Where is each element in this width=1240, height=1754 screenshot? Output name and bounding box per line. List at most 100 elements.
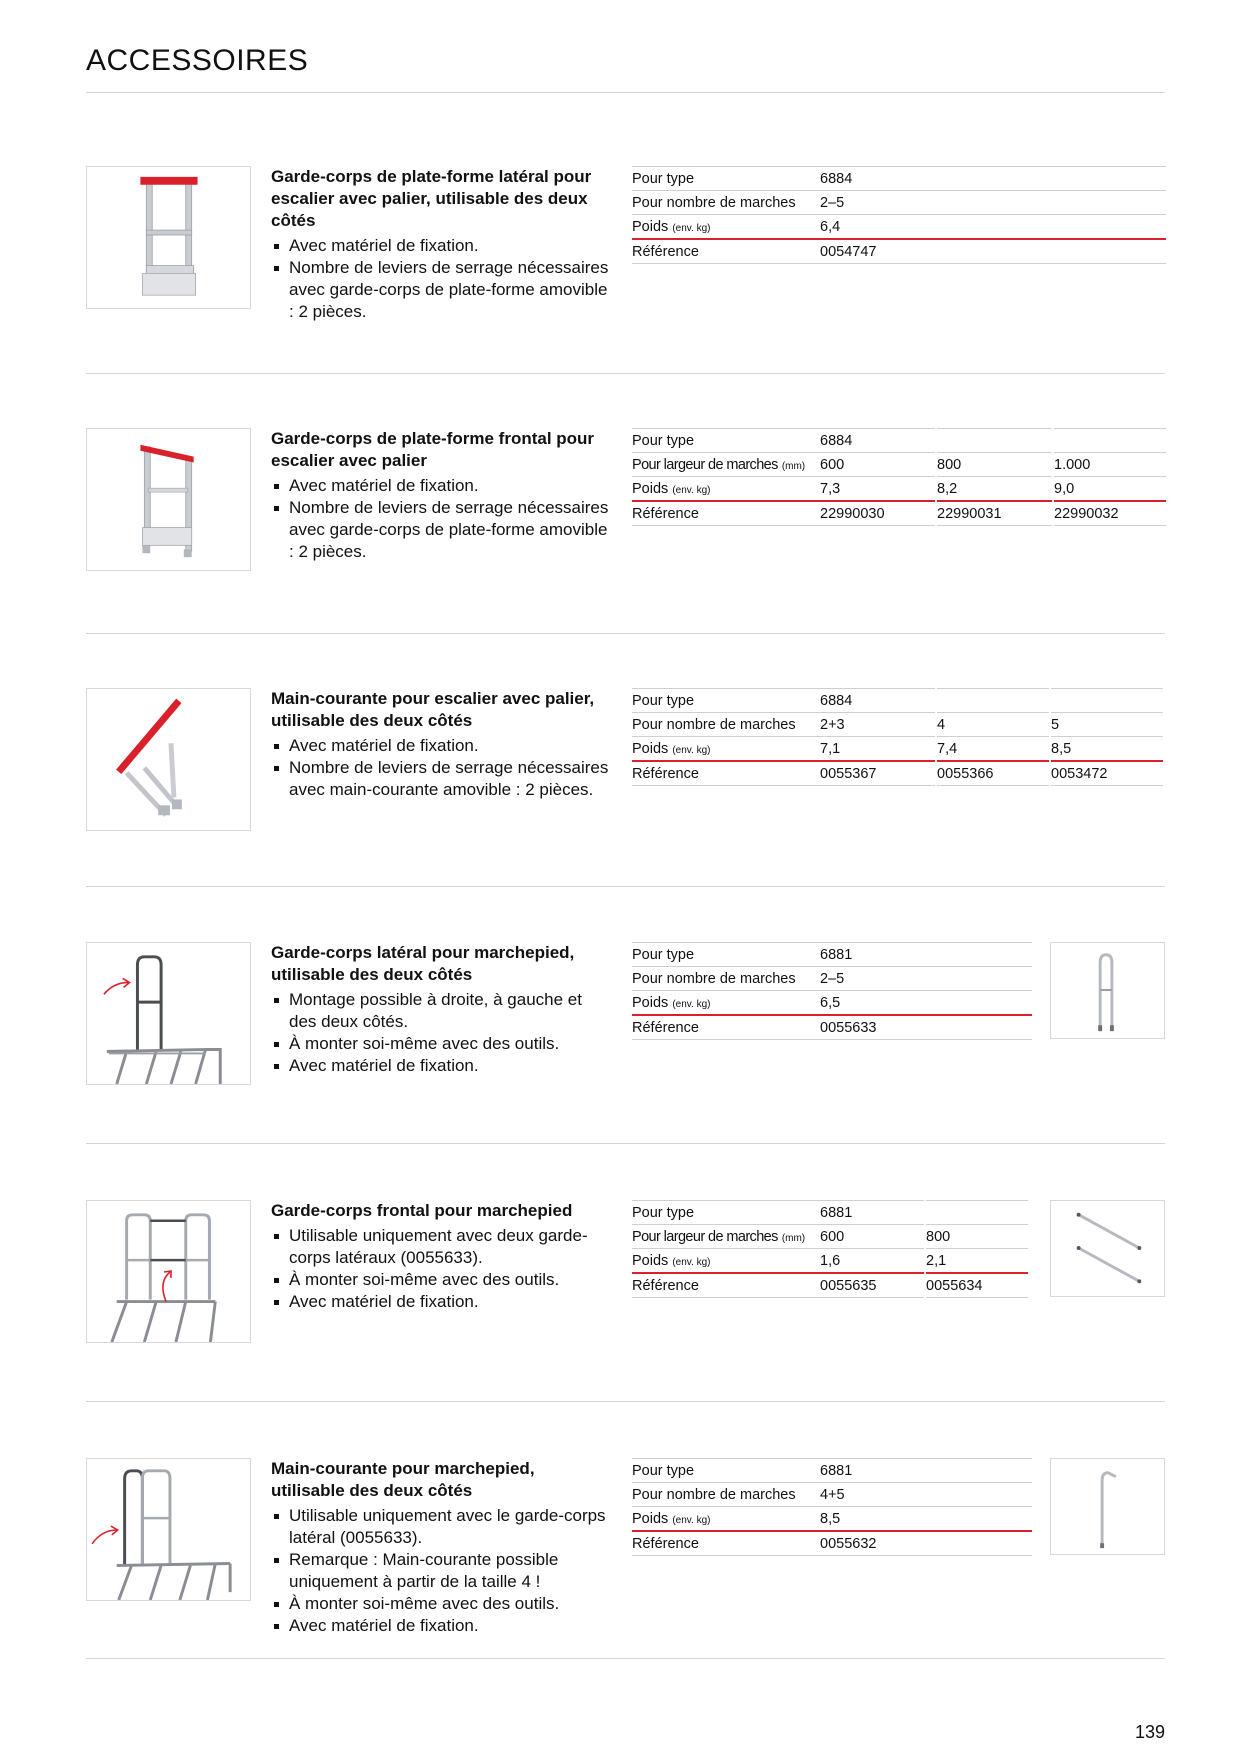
spec-value: 7,3	[820, 477, 935, 502]
section-divider	[86, 373, 1165, 374]
product-title: Garde-corps de plate-forme frontal pour …	[271, 429, 595, 470]
feature-item: Avec matériel de fixation.	[271, 235, 611, 257]
spec-label: Pour nombre de marches	[632, 967, 820, 991]
feature-item: Remarque : Main-courante possible unique…	[271, 1549, 611, 1593]
spec-label: Pour type	[632, 428, 820, 453]
reference-value: 0053472	[1051, 762, 1163, 786]
section-divider	[86, 1401, 1165, 1402]
feature-item: Avec matériel de fixation.	[271, 1615, 611, 1637]
spec-value: 1,6	[820, 1249, 924, 1274]
spec-label: Poids	[632, 480, 669, 497]
product-title: Main-courante pour escalier avec palier,…	[271, 689, 595, 730]
spec-value: 9,0	[1054, 477, 1166, 502]
section-divider	[86, 633, 1165, 634]
spec-value: 7,4	[937, 737, 1049, 762]
spec-value: 600	[820, 453, 935, 477]
spec-label: Pour nombre de marches	[632, 191, 820, 215]
reference-value: 0055633	[820, 1016, 1032, 1040]
spec-label: Poids	[632, 740, 669, 757]
reference-value: 0055634	[926, 1274, 1028, 1298]
section-divider	[86, 886, 1165, 887]
reference-value: 0054747	[820, 240, 1166, 264]
spec-label: Poids	[632, 218, 669, 235]
reference-value: 22990032	[1054, 502, 1166, 526]
spec-value: 800	[937, 453, 1052, 477]
step-handrail-image	[86, 1458, 251, 1601]
spec-value: 7,1	[820, 737, 935, 762]
unit-label: (env. kg)	[672, 1514, 711, 1526]
spec-label: Référence	[632, 762, 820, 786]
feature-item: À monter soi-même avec des outils.	[271, 1269, 611, 1291]
feature-item: À monter soi-même avec des outils.	[271, 1033, 611, 1055]
spec-label: Poids	[632, 1252, 669, 1269]
spec-value: 6884	[820, 166, 1166, 191]
footer-divider	[86, 1658, 1165, 1659]
spec-value: 6884	[820, 428, 935, 453]
product-title: Garde-corps de plate-forme latéral pour …	[271, 167, 592, 230]
spec-label: Pour type	[632, 1200, 820, 1225]
spec-value: 1.000	[1054, 453, 1166, 477]
spec-label: Référence	[632, 1532, 820, 1556]
step-side-guardrail-detail-image	[1050, 942, 1165, 1039]
spec-value: 800	[926, 1225, 1028, 1249]
spec-label: Référence	[632, 1016, 820, 1040]
feature-item: Utilisable uniquement avec le garde-corp…	[271, 1505, 611, 1549]
front-platform-guardrail-image	[86, 428, 251, 571]
feature-item: Avec matériel de fixation.	[271, 1291, 611, 1313]
page-number: 139	[1134, 1722, 1165, 1742]
spec-value: 6881	[820, 942, 1032, 967]
step-side-guardrail-image	[86, 942, 251, 1085]
header-divider	[86, 92, 1165, 93]
spec-label: Pour nombre de marches	[632, 713, 820, 737]
spec-value: 6881	[820, 1200, 924, 1225]
step-handrail-detail-image	[1050, 1458, 1165, 1555]
reference-value: 22990030	[820, 502, 935, 526]
spec-value: 2–5	[820, 967, 1032, 991]
spec-label: Poids	[632, 1510, 669, 1527]
section-divider	[86, 1143, 1165, 1144]
step-front-guardrail-detail-image	[1050, 1200, 1165, 1297]
product-title: Garde-corps frontal pour marchepied	[271, 1201, 573, 1220]
spec-label: Pour largeur de marches	[632, 1229, 778, 1245]
spec-value: 6,4	[820, 215, 1166, 240]
spec-value: 6881	[820, 1458, 1032, 1483]
product-title: Main-courante pour marchepied, utilisabl…	[271, 1459, 535, 1500]
stair-handrail-image	[86, 688, 251, 831]
feature-item: Nombre de leviers de serrage nécessaires…	[271, 497, 611, 563]
spec-value: 2–5	[820, 191, 1166, 215]
spec-label: Pour nombre de marches	[632, 1483, 820, 1507]
spec-label: Référence	[632, 1274, 820, 1298]
reference-value: 0055632	[820, 1532, 1032, 1556]
spec-value: 2,1	[926, 1249, 1028, 1274]
feature-item: Nombre de leviers de serrage nécessaires…	[271, 257, 611, 323]
feature-item: Avec matériel de fixation.	[271, 475, 611, 497]
spec-label: Référence	[632, 502, 820, 526]
spec-label: Poids	[632, 994, 669, 1011]
spec-value: 8,5	[1051, 737, 1163, 762]
spec-value: 6884	[820, 688, 935, 713]
unit-label: (env. kg)	[672, 744, 711, 756]
feature-item: À monter soi-même avec des outils.	[271, 1593, 611, 1615]
spec-value: 8,5	[820, 1507, 1032, 1532]
feature-item: Montage possible à droite, à gauche et d…	[271, 989, 611, 1033]
product-title: Garde-corps latéral pour marchepied, uti…	[271, 943, 575, 984]
spec-value: 4	[937, 713, 1049, 737]
unit-label: (mm)	[781, 461, 806, 472]
spec-label: Pour type	[632, 688, 820, 713]
unit-label: (env. kg)	[672, 1256, 711, 1268]
spec-value: 6,5	[820, 991, 1032, 1016]
unit-label: (env. kg)	[672, 222, 711, 234]
step-front-guardrail-image	[86, 1200, 251, 1343]
spec-label: Pour type	[632, 166, 820, 191]
feature-item: Avec matériel de fixation.	[271, 735, 611, 757]
reference-value: 0055367	[820, 762, 935, 786]
reference-value: 0055635	[820, 1274, 924, 1298]
spec-label: Pour largeur de marches	[632, 457, 778, 473]
feature-item: Utilisable uniquement avec deux garde-co…	[271, 1225, 611, 1269]
feature-item: Avec matériel de fixation.	[271, 1055, 611, 1077]
